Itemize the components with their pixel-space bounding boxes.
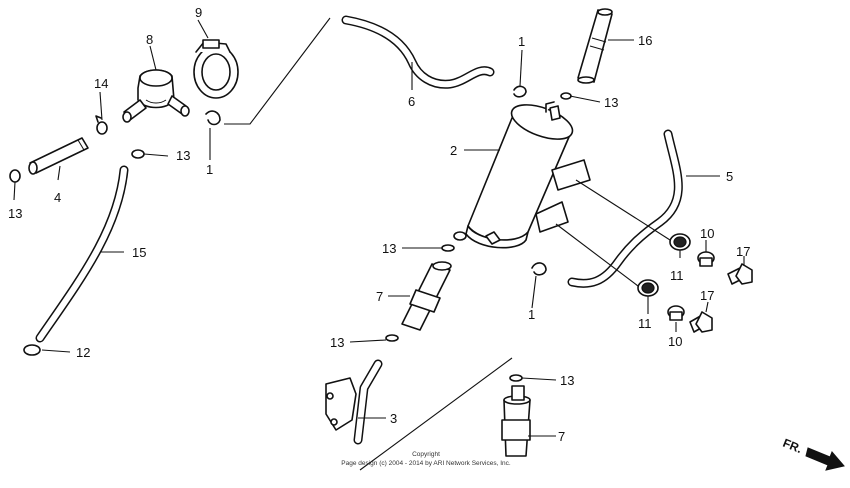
callout-11[interactable]: 11 (638, 316, 652, 331)
part-17-bolt-lower[interactable] (689, 311, 713, 333)
callout-7[interactable]: 7 (376, 289, 383, 304)
part-17-bolt-upper[interactable] (727, 263, 753, 285)
part-13-clamp-upper[interactable] (131, 149, 145, 159)
part-1-clip-lower[interactable] (531, 262, 547, 276)
part-13-clip-bottom[interactable] (509, 374, 523, 382)
callout-7[interactable]: 7 (558, 429, 565, 444)
callout-13[interactable]: 13 (330, 335, 344, 350)
callout-10[interactable]: 10 (700, 226, 714, 241)
callout-9[interactable]: 9 (195, 5, 202, 20)
part-15-hose[interactable] (35, 165, 129, 343)
callout-13[interactable]: 13 (560, 373, 574, 388)
callout-8[interactable]: 8 (146, 32, 153, 47)
part-1-clip-top[interactable] (513, 85, 527, 98)
callout-6[interactable]: 6 (408, 94, 415, 109)
part-3-bracket[interactable] (325, 359, 383, 445)
part-12-clamp[interactable] (23, 344, 41, 356)
part-13-clamp-left[interactable] (9, 169, 21, 183)
part-4-tube[interactable] (28, 137, 89, 175)
part-13-clip-mid[interactable] (441, 244, 455, 252)
part-13-clip-lower[interactable] (385, 334, 399, 342)
part-11-grommet-lower[interactable] (637, 279, 659, 297)
part-2-canister[interactable] (453, 98, 591, 249)
callout-1[interactable]: 1 (206, 162, 213, 177)
callout-13[interactable]: 13 (176, 148, 190, 163)
callout-12[interactable]: 12 (76, 345, 90, 360)
callout-14[interactable]: 14 (94, 76, 108, 91)
svg-text:Copyright: Copyright (412, 451, 440, 458)
front-arrow-icon (805, 447, 845, 471)
callout-2[interactable]: 2 (450, 143, 457, 158)
part-6-hose[interactable] (341, 15, 495, 89)
part-5-bracket[interactable] (567, 129, 683, 288)
svg-text:Page design (c) 2004 - 2014 by: Page design (c) 2004 - 2014 by ARI Netwo… (341, 460, 511, 467)
callout-1[interactable]: 1 (528, 307, 535, 322)
part-7-hose-lower[interactable] (501, 385, 531, 457)
callouts: 9 8 14 13 1 4 13 15 12 6 1 13 16 2 5 10 … (8, 5, 750, 444)
copyright: Copyright Page design (c) 2004 - 2014 by… (341, 451, 511, 467)
callout-10[interactable]: 10 (668, 334, 682, 349)
callout-11[interactable]: 11 (670, 268, 684, 283)
part-10-collar-lower[interactable] (667, 305, 685, 321)
front-label: FR. (781, 436, 804, 456)
callout-13[interactable]: 13 (382, 241, 396, 256)
callout-17[interactable]: 17 (700, 288, 714, 303)
callout-13[interactable]: 13 (8, 206, 22, 221)
part-10-collar-upper[interactable] (697, 251, 715, 267)
part-1-clip-left[interactable] (205, 110, 221, 126)
part-16-tube[interactable] (577, 8, 613, 84)
callout-4[interactable]: 4 (54, 190, 61, 205)
front-direction-indicator: FR. (781, 436, 845, 471)
part-13-clip-top[interactable] (560, 92, 572, 100)
callout-13[interactable]: 13 (604, 95, 618, 110)
callout-3[interactable]: 3 (390, 411, 397, 426)
part-7-hose-upper[interactable] (401, 261, 452, 331)
part-14-clip[interactable] (95, 115, 108, 135)
callout-1[interactable]: 1 (518, 34, 525, 49)
part-11-grommet-upper[interactable] (669, 233, 691, 251)
callout-16[interactable]: 16 (638, 33, 652, 48)
callout-17[interactable]: 17 (736, 244, 750, 259)
part-9-clamp[interactable] (193, 39, 239, 99)
callout-15[interactable]: 15 (132, 245, 146, 260)
callout-5[interactable]: 5 (726, 169, 733, 184)
leader-lines (13, 17, 745, 471)
part-8-valve[interactable] (122, 69, 190, 123)
